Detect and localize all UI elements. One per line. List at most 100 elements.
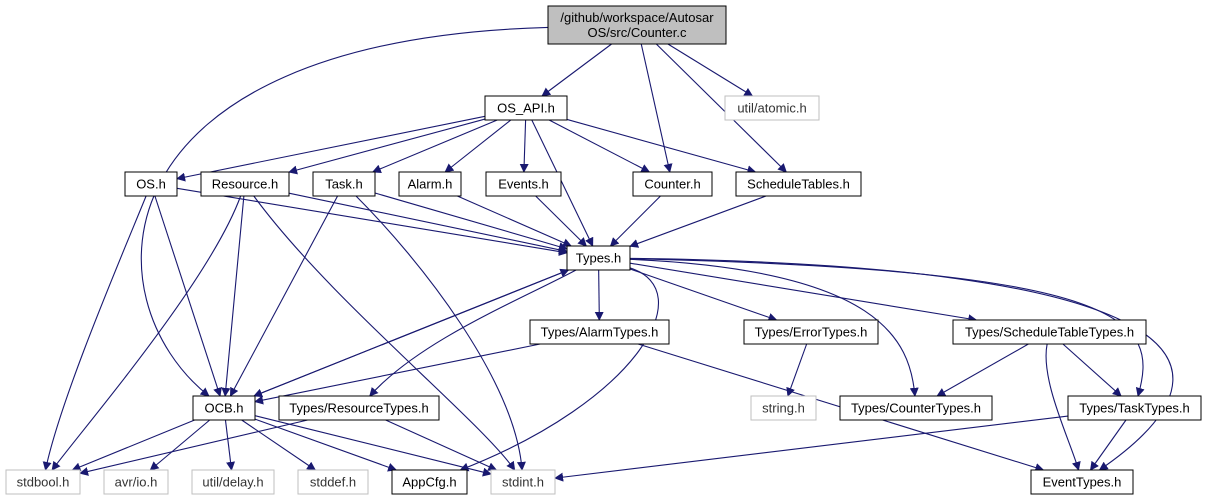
node-label-counter: Counter.h: [644, 177, 700, 192]
node-countertypes[interactable]: Types/CounterTypes.h: [839, 395, 993, 421]
edge-os-to-types: [176, 187, 568, 256]
node-label-schedtypes: Types/ScheduleTableTypes.h: [965, 325, 1134, 340]
node-label-events: Events.h: [498, 177, 549, 192]
edge-tasktypes-to-eventtypes: [1089, 419, 1127, 471]
node-box-schedtypes: [952, 319, 1147, 345]
node-box-stdint: [490, 469, 556, 495]
node-delay[interactable]: util/delay.h: [191, 469, 275, 495]
node-root[interactable]: /github/workspace/AutosarOS/src/Counter.…: [547, 5, 727, 45]
edge-root-to-os_api: [541, 43, 612, 97]
node-atomic[interactable]: util/atomic.h: [724, 95, 820, 121]
node-stdint[interactable]: stdint.h: [490, 469, 556, 495]
node-alarm[interactable]: Alarm.h: [398, 171, 462, 197]
node-eventtypes[interactable]: EventTypes.h: [1030, 469, 1134, 495]
node-label-root-1: /github/workspace/Autosar: [560, 10, 714, 25]
node-label-restypes: Types/ResourceTypes.h: [289, 401, 428, 416]
node-box-task: [312, 171, 376, 197]
edge-restypes-to-stdbool: [79, 419, 308, 476]
edge-ocb-to-types: [253, 268, 570, 397]
node-label-os_api: OS_API.h: [497, 101, 555, 116]
node-label-stdbool: stdbool.h: [17, 475, 70, 490]
node-label-stdint: stdint.h: [502, 475, 544, 490]
edge-ocb-to-stddef: [241, 419, 317, 471]
edge-os_api-to-resource: [288, 118, 486, 175]
node-box-restypes: [278, 395, 440, 421]
edge-types-to-schedtypes: [629, 262, 978, 324]
edge-ocb-to-delay: [224, 419, 236, 471]
edge-restypes-to-stdint: [385, 419, 498, 471]
edge-task-to-ocb: [229, 195, 339, 397]
edge-types-to-eventtypes: [629, 257, 1174, 471]
node-label-atomic: util/atomic.h: [737, 101, 806, 116]
node-events[interactable]: Events.h: [485, 171, 562, 197]
node-label-countertypes: Types/CounterTypes.h: [851, 401, 981, 416]
edge-resource-to-types: [288, 192, 568, 255]
edge-os_api-to-types: [531, 119, 594, 247]
node-string[interactable]: string.h: [750, 395, 817, 421]
edge-ocb-to-avrio: [149, 419, 211, 471]
edge-counter-to-types: [609, 195, 661, 247]
edge-types-to-appcfg: [459, 267, 659, 472]
node-box-alarm: [398, 171, 462, 197]
node-os[interactable]: OS.h: [124, 171, 178, 197]
node-task[interactable]: Task.h: [312, 171, 376, 197]
nodes-layer: /github/workspace/AutosarOS/src/Counter.…: [5, 5, 1202, 495]
node-label-stddef: stddef.h: [310, 475, 356, 490]
edge-tasktypes-to-stdint: [554, 415, 1069, 482]
node-box-tasktypes: [1067, 395, 1202, 421]
edge-task-to-types: [374, 192, 568, 251]
edges-layer: [42, 26, 1174, 482]
node-box-avrio: [103, 469, 169, 495]
edge-os-to-stdbool: [42, 195, 147, 471]
node-appcfg[interactable]: AppCfg.h: [391, 469, 468, 495]
edge-ocb-to-appcfg: [254, 418, 398, 472]
node-label-tasktypes: Types/TaskTypes.h: [1079, 401, 1190, 416]
node-box-os_api: [484, 95, 568, 121]
node-box-resource: [200, 171, 290, 197]
node-label-string: string.h: [762, 401, 805, 416]
edge-os-to-ocb: [154, 195, 222, 397]
node-schedtypes[interactable]: Types/ScheduleTableTypes.h: [952, 319, 1147, 345]
node-label-appcfg: AppCfg.h: [402, 475, 456, 490]
node-resource[interactable]: Resource.h: [200, 171, 290, 197]
node-label-avrio: avr/io.h: [115, 475, 158, 490]
node-stddef[interactable]: stddef.h: [297, 469, 369, 495]
node-label-task: Task.h: [325, 177, 363, 192]
node-counter[interactable]: Counter.h: [632, 171, 713, 197]
node-box-stddef: [297, 469, 369, 495]
node-box-delay: [191, 469, 275, 495]
edge-types-to-alarmtypes: [594, 269, 604, 321]
edge-schedtypes-to-eventtypes: [1045, 343, 1081, 471]
edge-root-to-atomic: [667, 43, 754, 97]
node-sched[interactable]: ScheduleTables.h: [735, 171, 862, 197]
node-types[interactable]: Types.h: [566, 245, 631, 271]
node-box-root: [547, 5, 727, 45]
node-errortypes[interactable]: Types/ErrorTypes.h: [743, 319, 879, 345]
node-label-ocb: OCB.h: [204, 401, 243, 416]
node-stdbool[interactable]: stdbool.h: [5, 469, 81, 495]
node-box-types: [566, 245, 631, 271]
node-avrio[interactable]: avr/io.h: [103, 469, 169, 495]
node-box-appcfg: [391, 469, 468, 495]
node-label-eventtypes: EventTypes.h: [1043, 475, 1122, 490]
edge-alarm-to-types: [457, 195, 573, 247]
edge-os_api-to-counter: [548, 119, 651, 173]
edge-schedtypes-to-countertypes: [936, 343, 1029, 397]
node-label-errortypes: Types/ErrorTypes.h: [755, 325, 868, 340]
edge-ocb-to-stdint: [254, 415, 492, 477]
edge-errortypes-to-string: [786, 343, 808, 397]
node-box-counter: [632, 171, 713, 197]
node-ocb[interactable]: OCB.h: [192, 395, 256, 421]
node-tasktypes[interactable]: Types/TaskTypes.h: [1067, 395, 1202, 421]
node-label-sched: ScheduleTables.h: [747, 177, 850, 192]
edge-types-to-tasktypes: [629, 258, 1145, 397]
node-restypes[interactable]: Types/ResourceTypes.h: [278, 395, 440, 421]
edge-resource-to-stdbool: [51, 195, 242, 471]
node-box-atomic: [724, 95, 820, 121]
node-os_api[interactable]: OS_API.h: [484, 95, 568, 121]
edge-types-to-restypes: [369, 269, 577, 397]
edge-task-to-stdint: [355, 195, 526, 471]
node-alarmtypes[interactable]: Types/AlarmTypes.h: [529, 319, 670, 345]
edge-os_api-to-alarm: [444, 119, 512, 173]
edge-types-to-errortypes: [629, 268, 778, 322]
